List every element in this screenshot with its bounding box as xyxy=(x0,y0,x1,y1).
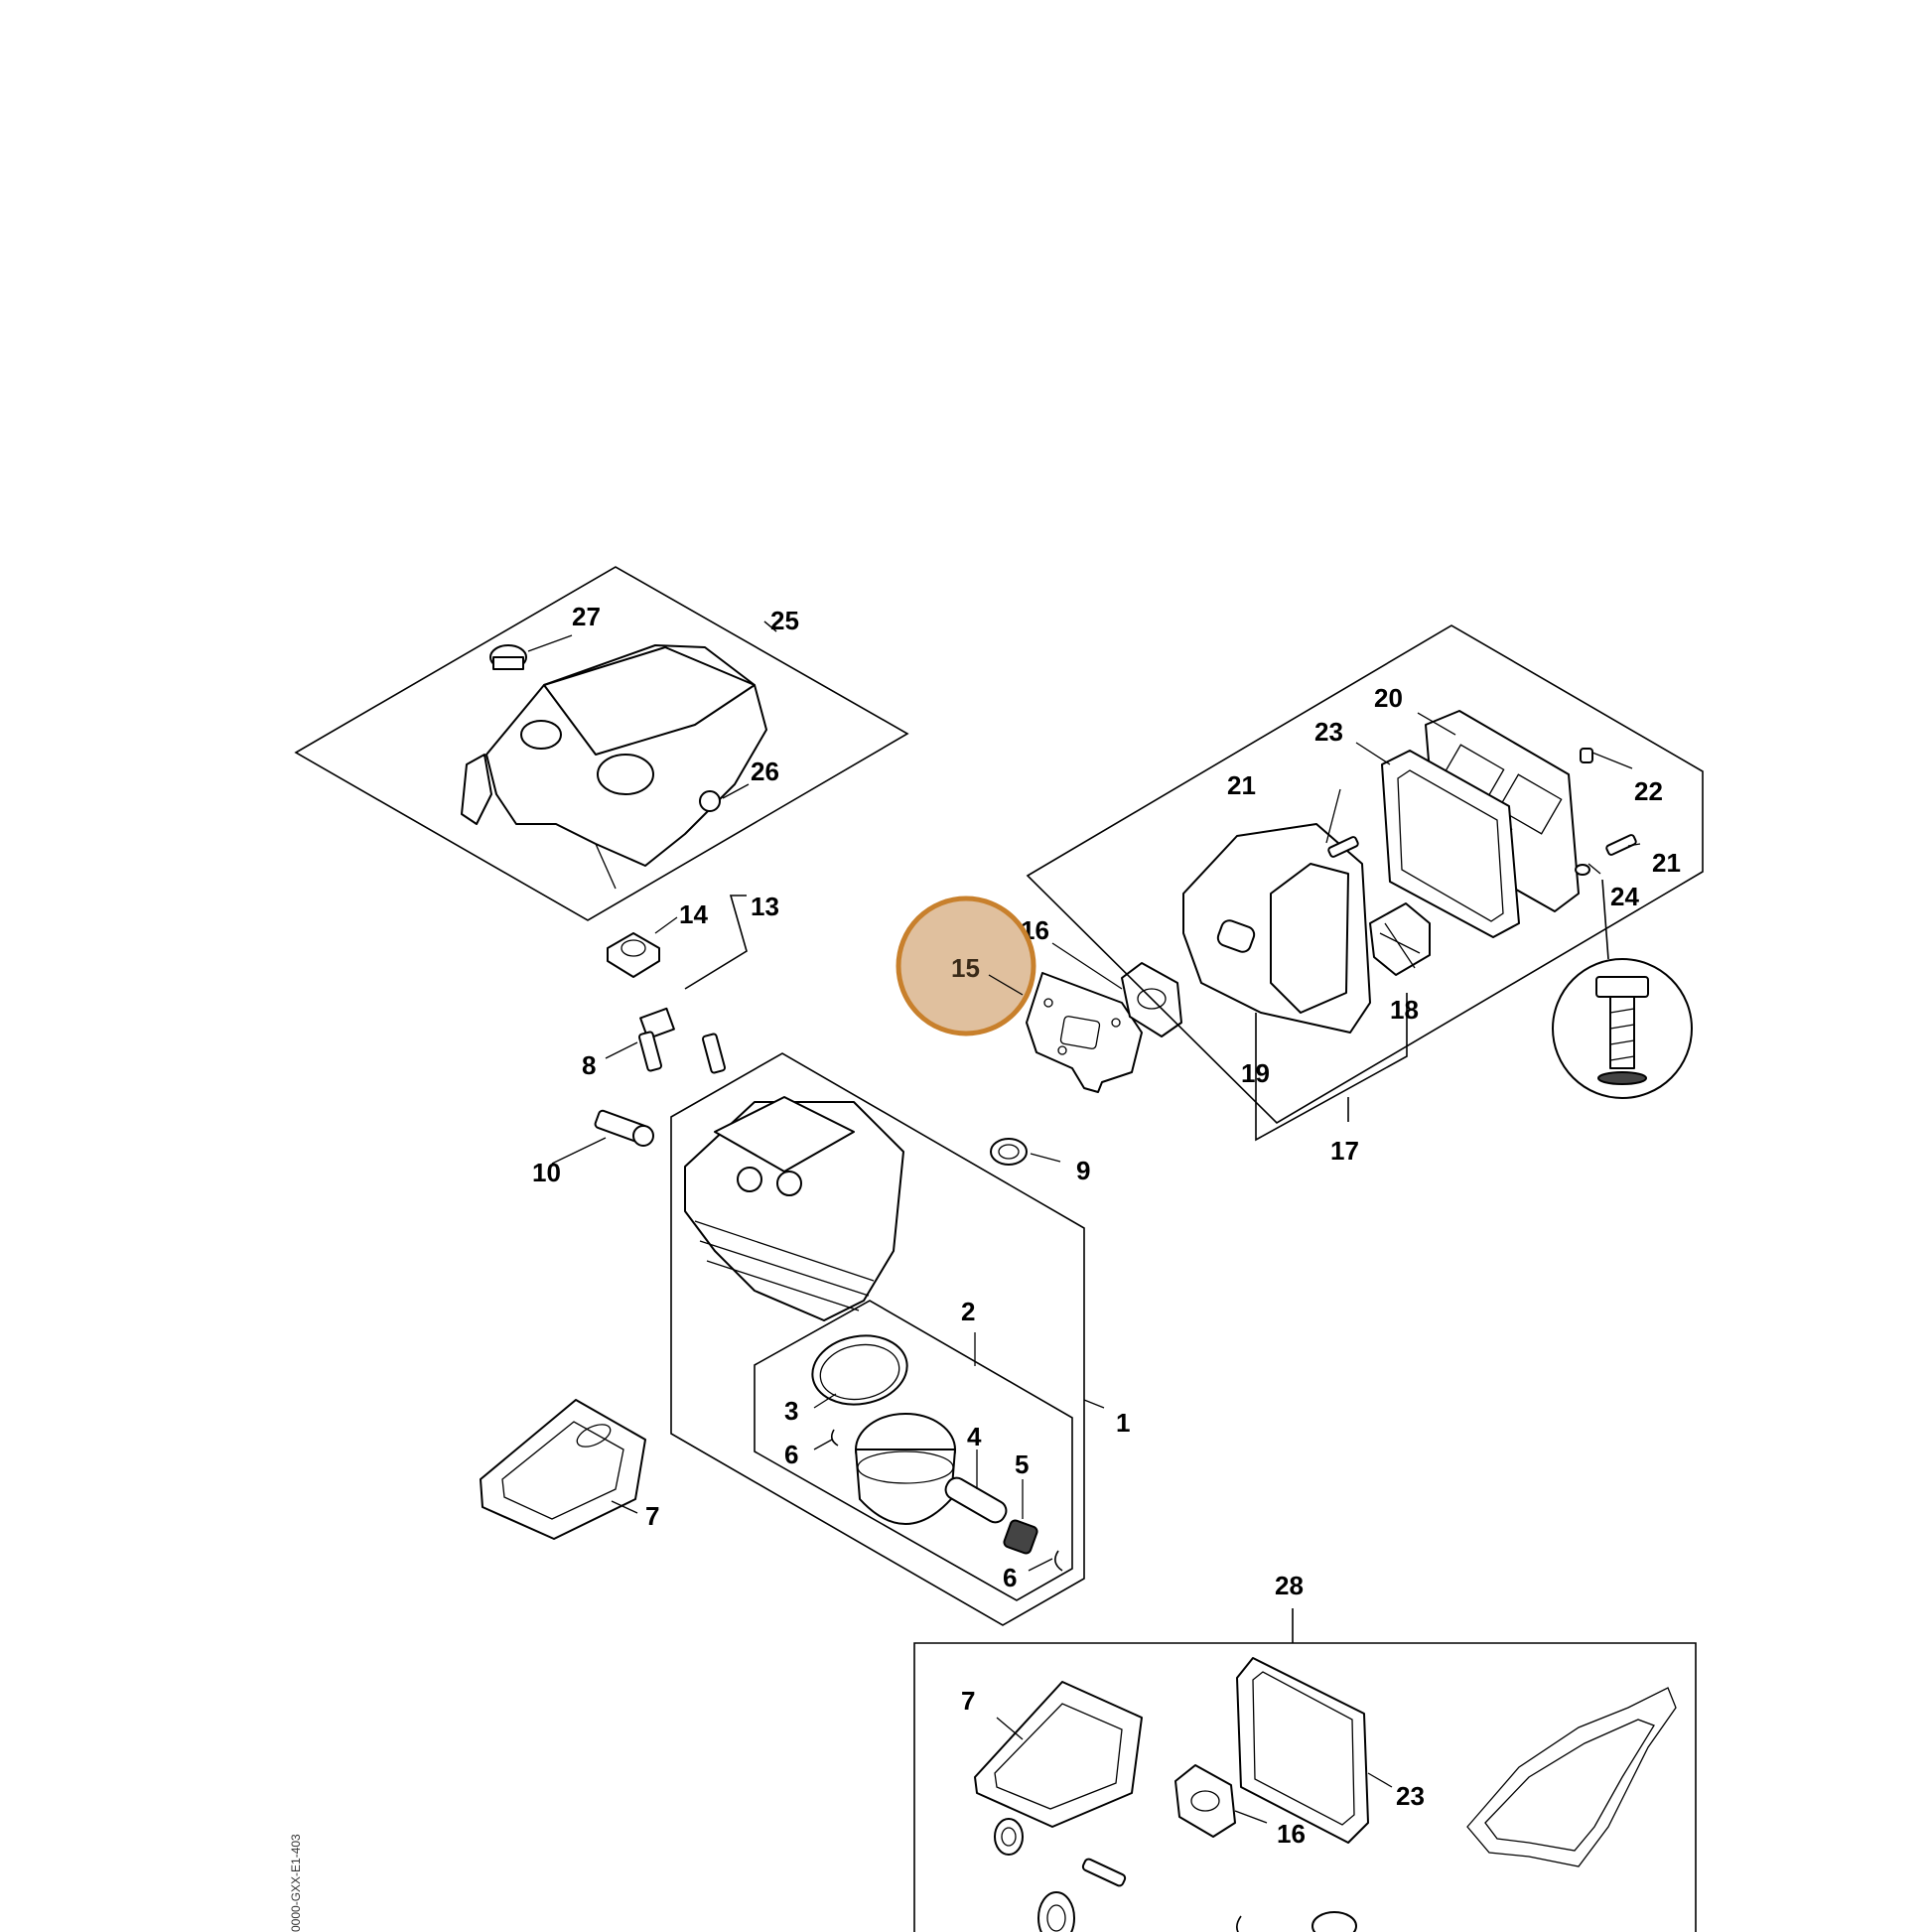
cylinder-group xyxy=(670,1052,1085,1626)
callout-21a: 21 xyxy=(1227,770,1256,800)
callouts: 27 25 26 14 13 8 10 9 2 1 3 6 4 5 6 7 16… xyxy=(532,602,1681,1849)
callout-24: 24 xyxy=(1610,882,1639,911)
nut-9 xyxy=(990,1138,1028,1166)
callout-14: 14 xyxy=(679,899,708,929)
callout-2: 2 xyxy=(961,1297,975,1326)
spark-plug xyxy=(594,1109,654,1147)
plate-15 xyxy=(1026,972,1143,1093)
callout-17: 17 xyxy=(1330,1136,1359,1166)
leader-lines xyxy=(527,621,1641,1824)
callout-7b: 7 xyxy=(961,1686,975,1716)
callout-19: 19 xyxy=(1241,1058,1270,1088)
callout-20: 20 xyxy=(1374,683,1403,713)
callout-1: 1 xyxy=(1116,1408,1130,1438)
callout-6a: 6 xyxy=(784,1440,798,1469)
callout-15: 15 xyxy=(951,953,980,983)
drawing-code: 0000-GXX-E1-403 xyxy=(289,1834,303,1932)
callout-25: 25 xyxy=(770,606,799,635)
callout-13: 13 xyxy=(751,892,779,921)
callout-6b: 6 xyxy=(1003,1563,1017,1592)
callout-8: 8 xyxy=(582,1050,596,1080)
gasket-7-left xyxy=(480,1399,646,1540)
callout-9: 9 xyxy=(1076,1156,1090,1185)
shroud-group xyxy=(294,566,909,921)
callout-26: 26 xyxy=(751,757,779,786)
muffler-group xyxy=(1026,624,1704,1142)
callout-28: 28 xyxy=(1275,1571,1304,1600)
screw-detail xyxy=(1552,879,1693,1099)
clip-group xyxy=(607,895,748,1040)
callout-5: 5 xyxy=(1015,1449,1029,1479)
highlight-marker[interactable]: 15 xyxy=(896,896,1036,1036)
callout-10: 10 xyxy=(532,1158,561,1187)
callout-27: 27 xyxy=(572,602,601,631)
gasket-kit-group xyxy=(913,1608,1697,1932)
callout-22: 22 xyxy=(1634,776,1663,806)
callout-3: 3 xyxy=(784,1396,798,1426)
screws-group xyxy=(637,1031,727,1074)
callout-18: 18 xyxy=(1390,995,1419,1025)
callout-4: 4 xyxy=(967,1422,982,1451)
callout-23a: 23 xyxy=(1314,717,1343,747)
callout-16b: 16 xyxy=(1277,1819,1306,1849)
highlight-circle[interactable] xyxy=(896,896,1036,1036)
callout-21b: 21 xyxy=(1652,848,1681,878)
callout-23b: 23 xyxy=(1396,1781,1425,1811)
callout-7a: 7 xyxy=(645,1501,659,1531)
